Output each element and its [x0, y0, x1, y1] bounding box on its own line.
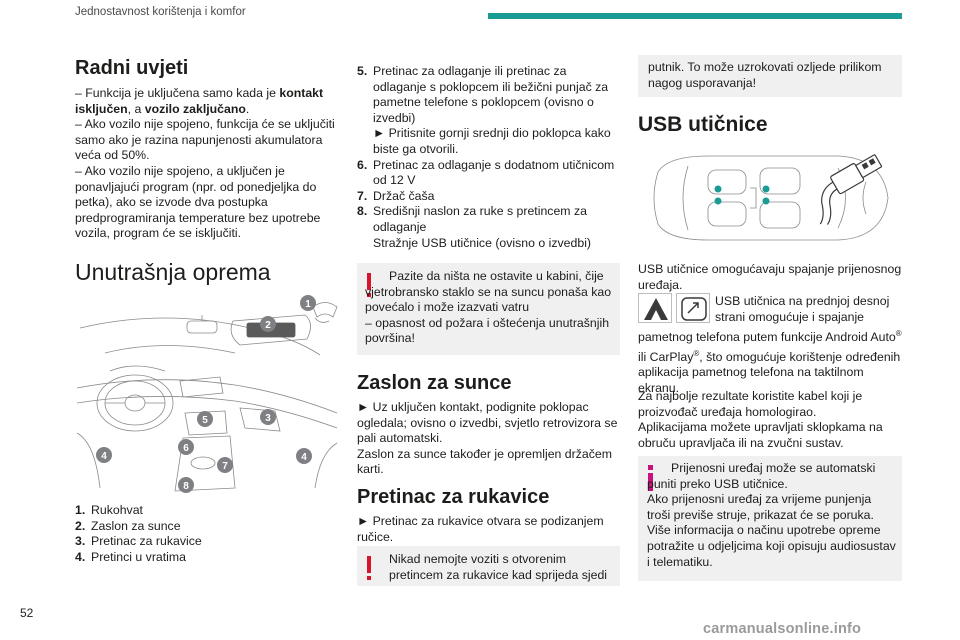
warning-exclamation-icon	[367, 556, 371, 580]
radni-p3: – Ako vozilo nije spojeno, a uključen je…	[75, 163, 321, 241]
callout-5: 5	[202, 415, 208, 426]
info-icon	[648, 465, 653, 491]
radni-p2: – Ako vozilo nije spojeno, funkcija će s…	[75, 117, 335, 163]
header-accent-bar	[488, 13, 902, 19]
warning-glovebox-cont-text: putnik. To može uzrokovati ozljede prili…	[648, 60, 882, 90]
usb-uticnice-heading: USB utičnice	[638, 113, 768, 136]
callout-7: 7	[222, 461, 228, 472]
interior-illustration: 1 2 3 4 4 5 6 7 8	[75, 293, 340, 493]
warning-exclamation-icon	[367, 273, 371, 297]
callout-8: 8	[183, 481, 189, 492]
list-item: 5.Pretinac za odlaganje ili pretinac za …	[357, 64, 611, 156]
list-item: 8.Središnji naslon za ruke s pretincem z…	[357, 204, 592, 250]
warning-sun-text: Pazite da ništa ne ostavite u kabini, či…	[365, 269, 612, 346]
warning-box-glovebox: Nikad nemojte voziti s otvorenim pretinc…	[357, 546, 620, 586]
callout-3: 3	[265, 413, 271, 424]
interior-drawing-icon: 1 2 3 4 4 5 6 7 8	[76, 295, 338, 493]
radni-uvjeti-heading: Radni uvjeti	[75, 57, 189, 79]
list-item: 2.Zaslon za sunce	[75, 518, 181, 533]
usb-p2-text: Za najbolje rezultate koristite kabel ko…	[638, 389, 863, 419]
interior-items-list: 1.Rukohvat 2.Zaslon za sunce 3.Pretinac …	[75, 503, 340, 565]
radni-p1: – Funkcija je uključena samo kada je kon…	[75, 86, 324, 116]
callout-4-right: 4	[301, 452, 307, 463]
usb-front-text-1: USB utičnica na prednjoj desnoj strani o…	[715, 294, 890, 324]
zaslon-text: ► Uz uključen kontakt, podignite poklopa…	[357, 400, 618, 477]
header-section-title: Jednostavnost korištenja i komfor	[75, 6, 246, 18]
android-auto-icon	[638, 293, 672, 323]
unutrasnja-oprema-heading: Unutrašnja oprema	[75, 259, 271, 285]
list-item: 4.Pretinci u vratima	[75, 549, 186, 564]
list-item: 1.Rukohvat	[75, 503, 143, 517]
usb-car-illustration	[648, 152, 892, 244]
interior-items-list-cont: 5.Pretinac za odlaganje ili pretinac za …	[357, 64, 620, 251]
radni-uvjeti-text: – Funkcija je uključena samo kada je kon…	[75, 86, 340, 242]
info-box-charging: Prijenosni uređaj može se automatski pun…	[638, 456, 902, 581]
zaslon-za-sunce-heading: Zaslon za sunce	[357, 372, 512, 394]
info-charging-text: Prijenosni uređaj može se automatski pun…	[647, 461, 896, 569]
list-item: 3.Pretinac za rukavice	[75, 534, 202, 549]
list-item: 6.Pretinac za odlaganje s dodatnom utičn…	[357, 157, 615, 188]
pretinac-rukavice-heading: Pretinac za rukavice	[357, 486, 550, 508]
usb-intro-text: USB utičnice omogućavaju spajanje prijen…	[638, 262, 902, 292]
callout-4-left: 4	[101, 451, 107, 462]
usb-front-text-2: pametnog telefona putem funkcije Android…	[638, 329, 902, 395]
page-number: 52	[20, 606, 34, 620]
warning-box-glovebox-cont: putnik. To može uzrokovati ozljede prili…	[638, 55, 902, 97]
list-item: 7.Držač čaša	[357, 188, 435, 203]
warning-glovebox-text: Nikad nemojte voziti s otvorenim pretinc…	[389, 552, 608, 582]
watermark: carmanualsonline.info	[703, 621, 862, 637]
callout-6: 6	[183, 443, 189, 454]
callout-2: 2	[265, 320, 271, 331]
carplay-icon	[676, 293, 710, 323]
rukavice-text: ► Pretinac za rukavice otvara se podizan…	[357, 514, 604, 544]
warning-box-sun: Pazite da ništa ne ostavite u kabini, či…	[357, 263, 620, 355]
car-topview-usb-icon	[653, 154, 889, 241]
callout-1: 1	[305, 299, 311, 310]
usb-p3-text: Aplikacijama možete upravljati sklopkama…	[638, 420, 883, 450]
